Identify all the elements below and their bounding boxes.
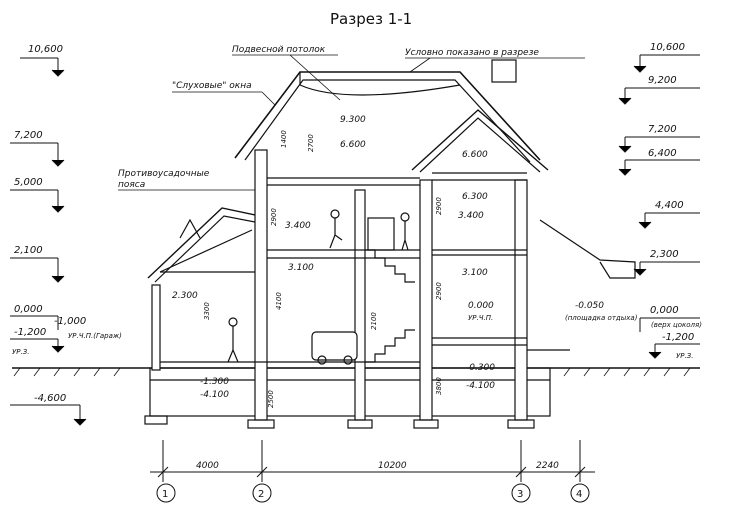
ground-level-right-label: УР.З.	[676, 352, 693, 360]
mark-6300: 6.300	[462, 192, 488, 202]
vdim-2900-left: 2900	[270, 208, 278, 226]
vdim-3300: 3300	[203, 302, 211, 320]
level-right-0: 10,600	[650, 42, 685, 53]
vdim-3800: 3800	[435, 377, 443, 395]
axis-label-4: 4	[576, 489, 582, 500]
vdim-2900-right: 2900	[435, 197, 443, 215]
axis-dim-4000: 4000	[196, 461, 219, 471]
right-level-leaders	[618, 54, 700, 359]
level-right-7: -1,200	[662, 332, 694, 343]
ground-hatch	[13, 367, 691, 377]
vdim-2500: 2500	[267, 390, 275, 408]
drawing-title: Разрез 1-1	[330, 10, 412, 28]
mark-3100-right: 3.100	[462, 268, 488, 278]
vdim-2900-lower: 2900	[435, 282, 443, 300]
mark-3400-left: 3.400	[285, 221, 311, 231]
mark-minus-4100-right: -4.100	[466, 381, 495, 391]
axis-dim-10200: 10200	[378, 461, 407, 471]
axis-label-3: 3	[517, 489, 523, 500]
level-left-4: 0,000	[14, 304, 43, 315]
mark-6600-right: 6.600	[462, 150, 488, 160]
level-left-1: 7,200	[14, 130, 43, 141]
level-right-5: 2,300	[650, 249, 679, 260]
clean-floor-label: УР.Ч.П.	[468, 314, 493, 322]
garage-floor-label: УР.Ч.П.(Гараж)	[68, 332, 122, 340]
left-level-leaders	[10, 57, 87, 426]
vdim-2100: 2100	[370, 312, 378, 330]
level-left-0: 10,600	[28, 44, 63, 55]
mark-3100-left: 3.100	[288, 263, 314, 273]
mark-minus-1300: -1.300	[200, 377, 229, 387]
level-right-1: 9,200	[648, 75, 677, 86]
shown-conditionally-label: Условно показано в разрезе	[405, 48, 539, 58]
mark-2300: 2.300	[172, 291, 198, 301]
mark-minus-0050: -0.050	[575, 301, 604, 311]
dimension-chain	[150, 440, 595, 503]
suspended-ceiling-label: Подвесной потолок	[232, 45, 326, 55]
seismic-belts-label-1: Противоусадочные	[118, 169, 210, 179]
level-right-3: 6,400	[648, 148, 677, 159]
axis-label-2: 2	[258, 489, 264, 500]
mark-3400-right: 3.400	[458, 211, 484, 221]
ground-level-left-label: УР.З.	[12, 348, 29, 356]
vdim-2700: 2700	[307, 134, 315, 152]
level-left-5: -1,000	[54, 316, 86, 327]
seismic-belts-label-2: пояса	[118, 180, 145, 190]
vdim-4100: 4100	[275, 292, 283, 310]
level-left-2: 5,000	[14, 177, 43, 188]
mark-9300: 9.300	[340, 115, 366, 125]
level-left-3: 2,100	[14, 245, 43, 256]
level-left-6: -1,200	[14, 327, 46, 338]
level-right-2: 7,200	[648, 124, 677, 135]
level-right-6: 0,000	[650, 305, 679, 316]
vertical-dimensions: 2700 1400 2900 3300 4100 2900 2900 2100 …	[203, 130, 443, 408]
level-right-4: 4,400	[655, 200, 684, 211]
mark-6600: 6.600	[340, 140, 366, 150]
vdim-1400: 1400	[280, 130, 288, 148]
plinth-top-label: (верх цоколя)	[651, 321, 702, 329]
axis-dim-2240: 2240	[536, 461, 559, 471]
mark-minus-4100-left: -4.100	[200, 390, 229, 400]
mark-minus-0300: -0.300	[466, 363, 495, 373]
building-lines	[12, 59, 700, 429]
rest-area-label: (площадка отдыха)	[565, 314, 638, 322]
mark-0000: 0.000	[468, 301, 494, 311]
level-left-7: -4,600	[34, 393, 66, 404]
axis-label-1: 1	[162, 489, 168, 500]
dormer-windows-label: "Слуховые" окна	[172, 81, 252, 91]
